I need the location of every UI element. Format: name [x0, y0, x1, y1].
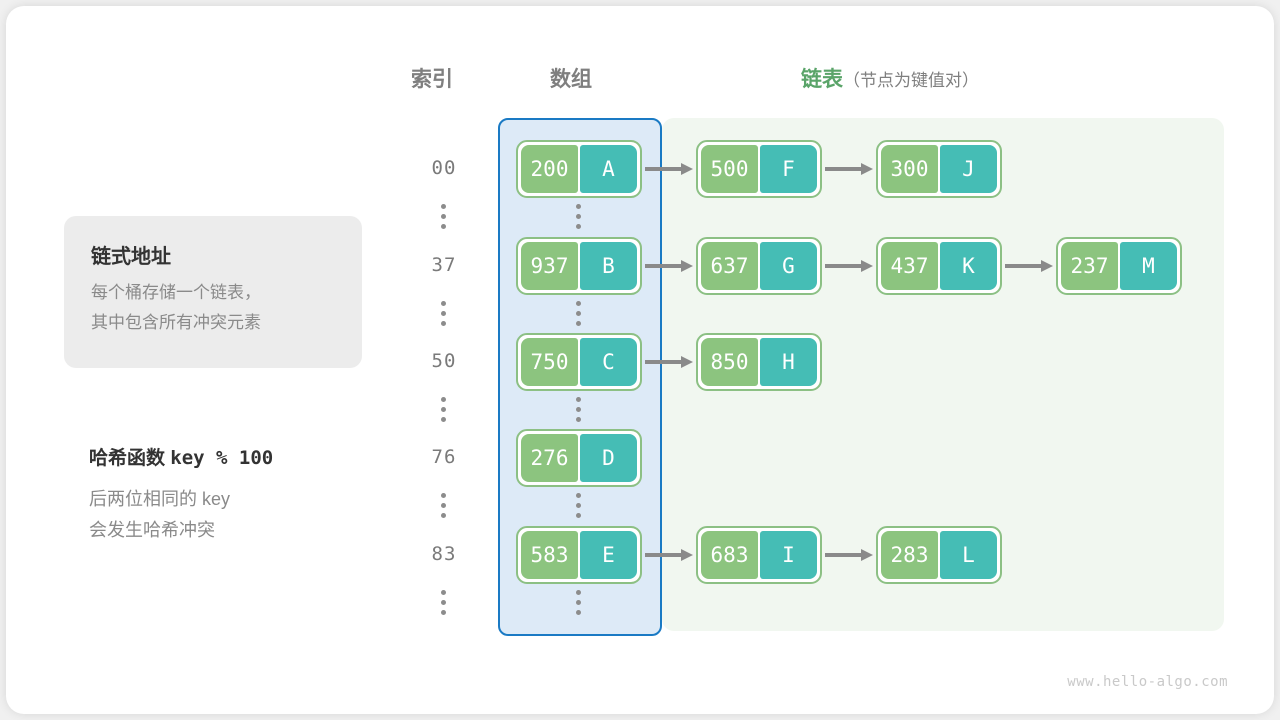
node-key: 276: [521, 434, 578, 482]
node-value: H: [760, 338, 817, 386]
node-value: G: [760, 242, 817, 290]
hash-note-body-line1: 后两位相同的 key: [89, 489, 231, 509]
index-ellipsis: [441, 590, 447, 616]
header-linked-list: 链表（节点为键值对）: [801, 63, 979, 93]
node-value: M: [1120, 242, 1177, 290]
arrow-head: [681, 260, 693, 272]
hash-note-body: 后两位相同的 key 会发生哈希冲突: [89, 484, 230, 546]
index-ellipsis: [441, 204, 447, 230]
next-pointer-arrow: [645, 549, 693, 561]
info-card-body: 每个桶存储一个链表， 其中包含所有冲突元素: [91, 278, 261, 338]
next-pointer-arrow: [825, 163, 873, 175]
header-linked-list-label: 链表: [801, 68, 843, 91]
next-pointer-arrow: [825, 549, 873, 561]
node-key: 300: [881, 145, 938, 193]
watermark: www.hello-algo.com: [1067, 674, 1228, 690]
node-key: 500: [701, 145, 758, 193]
array-ellipsis: [576, 397, 582, 423]
array-ellipsis: [576, 590, 582, 616]
array-ellipsis: [576, 301, 582, 327]
diagram-card: 索引 数组 链表（节点为键值对） 链式地址 每个桶存储一个链表， 其中包含所有冲…: [6, 6, 1274, 714]
arrow-head: [681, 549, 693, 561]
next-pointer-arrow: [645, 356, 693, 368]
arrow-shaft: [645, 167, 682, 171]
node-value: C: [580, 338, 637, 386]
node-key: 583: [521, 531, 578, 579]
arrow-shaft: [1005, 264, 1042, 268]
info-card-body-line1: 每个桶存储一个链表，: [91, 283, 261, 302]
node-key: 683: [701, 531, 758, 579]
bucket-index-label: 00: [431, 157, 457, 179]
next-pointer-arrow: [645, 163, 693, 175]
node-key: 200: [521, 145, 578, 193]
hash-note-title: 哈希函数 key % 100: [89, 443, 273, 470]
arrow-head: [861, 549, 873, 561]
bucket-index-label: 50: [431, 350, 457, 372]
node-value: A: [580, 145, 637, 193]
node-value: J: [940, 145, 997, 193]
arrow-head: [861, 163, 873, 175]
node-key: 283: [881, 531, 938, 579]
index-ellipsis: [441, 397, 447, 423]
info-card-body-line2: 其中包含所有冲突元素: [91, 313, 261, 332]
info-card: 链式地址 每个桶存储一个链表， 其中包含所有冲突元素: [64, 216, 362, 368]
next-pointer-arrow: [645, 260, 693, 272]
arrow-head: [681, 356, 693, 368]
header-array: 数组: [550, 63, 592, 93]
arrow-shaft: [645, 264, 682, 268]
node-key: 850: [701, 338, 758, 386]
bucket-index-label: 83: [431, 543, 457, 565]
node-key: 750: [521, 338, 578, 386]
arrow-shaft: [645, 360, 682, 364]
bucket-index-label: 76: [431, 446, 457, 468]
header-array-label: 数组: [550, 68, 592, 91]
node-value: K: [940, 242, 997, 290]
array-ellipsis: [576, 493, 582, 519]
header-index: 索引: [411, 63, 453, 93]
arrow-head: [861, 260, 873, 272]
hash-note-body-line2: 会发生哈希冲突: [89, 520, 215, 540]
node-value: F: [760, 145, 817, 193]
node-key: 237: [1061, 242, 1118, 290]
node-value: E: [580, 531, 637, 579]
hash-note-title-label: 哈希函数: [89, 448, 166, 469]
bucket-index-label: 37: [431, 254, 457, 276]
arrow-shaft: [825, 167, 862, 171]
arrow-shaft: [825, 553, 862, 557]
arrow-head: [1041, 260, 1053, 272]
arrow-shaft: [825, 264, 862, 268]
next-pointer-arrow: [825, 260, 873, 272]
hash-note-formula: key % 100: [170, 447, 274, 469]
node-key: 637: [701, 242, 758, 290]
header-linked-list-sublabel: （节点为键值对）: [843, 71, 979, 90]
arrow-shaft: [645, 553, 682, 557]
index-ellipsis: [441, 493, 447, 519]
info-card-title: 链式地址: [91, 246, 171, 268]
index-ellipsis: [441, 301, 447, 327]
next-pointer-arrow: [1005, 260, 1053, 272]
node-value: L: [940, 531, 997, 579]
node-value: D: [580, 434, 637, 482]
arrow-head: [681, 163, 693, 175]
node-value: I: [760, 531, 817, 579]
node-value: B: [580, 242, 637, 290]
node-key: 937: [521, 242, 578, 290]
node-key: 437: [881, 242, 938, 290]
array-ellipsis: [576, 204, 582, 230]
header-index-label: 索引: [411, 68, 453, 91]
